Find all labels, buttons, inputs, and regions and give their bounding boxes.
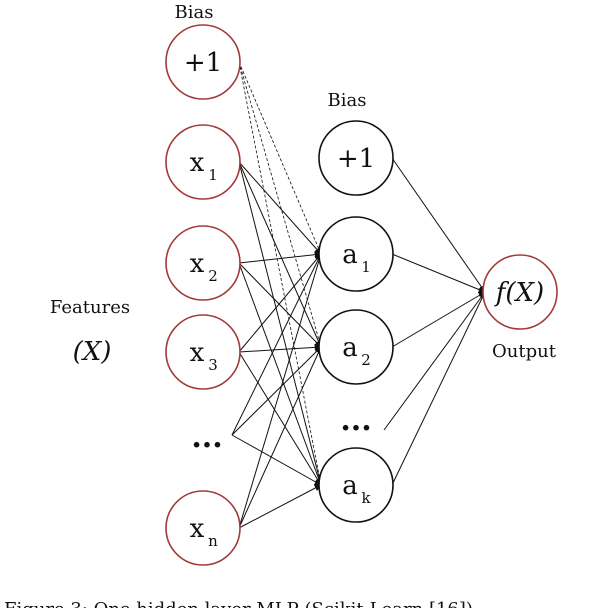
hidden-node-2-circle xyxy=(318,309,394,385)
input-bias-label: Bias xyxy=(175,2,214,23)
input-node-2-subscript: 2 xyxy=(208,267,218,285)
output-node: f(X) xyxy=(482,254,558,330)
edge-input-0-hidden-1 xyxy=(238,61,322,255)
edge-input-2-hidden-2 xyxy=(238,262,322,348)
input-node-1-circle xyxy=(165,124,241,200)
edge-hidden-ellipsis-output xyxy=(383,291,486,431)
input-node-1-label: x xyxy=(190,148,205,178)
features-symbol: (X) xyxy=(73,337,112,367)
edge-hidden-2-output xyxy=(391,291,486,348)
edge-input-2-hidden-1 xyxy=(238,251,322,264)
input-node-4-subscript: n xyxy=(208,532,218,550)
input-node-3-label: x xyxy=(190,338,205,368)
input-node-0: +1 xyxy=(165,24,241,100)
edge-input-0-hidden-3 xyxy=(238,61,323,486)
edge-input-ellipsis-hidden-3 xyxy=(231,434,322,486)
edge-input-2-hidden-3 xyxy=(238,262,323,486)
input-node-2-circle xyxy=(165,225,241,301)
features-label: Features xyxy=(50,297,130,318)
edge-input-4-hidden-3 xyxy=(238,484,322,529)
input-node-0-label: +1 xyxy=(184,48,222,78)
output-label: Output xyxy=(492,341,557,362)
input-node-2-label: x xyxy=(190,249,205,279)
hidden-node-3-label: a xyxy=(342,471,358,501)
output-node-circle xyxy=(482,254,558,330)
edge-input-ellipsis-hidden-1 xyxy=(231,253,322,436)
hidden-node-1-label: a xyxy=(342,240,358,270)
edge-input-4-hidden-1 xyxy=(238,253,323,529)
edge-input-ellipsis-hidden-2 xyxy=(231,346,322,436)
hidden-node-3-subscript: k xyxy=(361,489,371,507)
input-node-1-subscript: 1 xyxy=(208,166,218,184)
input-ellipsis: ... xyxy=(191,420,222,455)
figure-caption: Figure 3: One hidden layer MLP (Scikit-L… xyxy=(4,599,473,608)
hidden-ellipsis: ... xyxy=(340,403,371,438)
edge-input-1-hidden-3 xyxy=(238,161,323,486)
hidden-node-2-subscript: 2 xyxy=(361,351,371,369)
edge-input-0-hidden-2 xyxy=(238,61,323,348)
edge-input-3-hidden-3 xyxy=(238,351,322,486)
hidden-node-1-subscript: 1 xyxy=(361,258,371,276)
hidden-bias-label: Bias xyxy=(328,90,367,111)
output-node-label: f(X) xyxy=(494,278,544,308)
edge-hidden-3-output xyxy=(391,291,486,486)
input-node-3-circle xyxy=(165,314,241,390)
input-node-3-subscript: 3 xyxy=(208,356,218,374)
hidden-node-2-label: a xyxy=(342,333,358,363)
edge-input-1-hidden-1 xyxy=(238,161,322,255)
hidden-node-0: +1 xyxy=(318,120,394,196)
edge-input-1-hidden-2 xyxy=(238,161,322,348)
input-node-4-label: x xyxy=(190,514,205,544)
edges-layer xyxy=(231,61,486,529)
edge-hidden-1-output xyxy=(391,253,486,293)
input-node-0-circle xyxy=(165,24,241,100)
hidden-node-0-label: +1 xyxy=(337,144,375,174)
edge-input-4-hidden-2 xyxy=(238,346,322,529)
edge-input-3-hidden-2 xyxy=(238,343,322,353)
edge-input-3-hidden-1 xyxy=(238,253,322,353)
hidden-node-0-circle xyxy=(318,120,394,196)
hidden-node-1-circle xyxy=(318,216,394,292)
input-node-4-circle xyxy=(165,490,241,566)
hidden-node-3-circle xyxy=(318,447,394,523)
edge-hidden-0-output xyxy=(391,157,486,293)
